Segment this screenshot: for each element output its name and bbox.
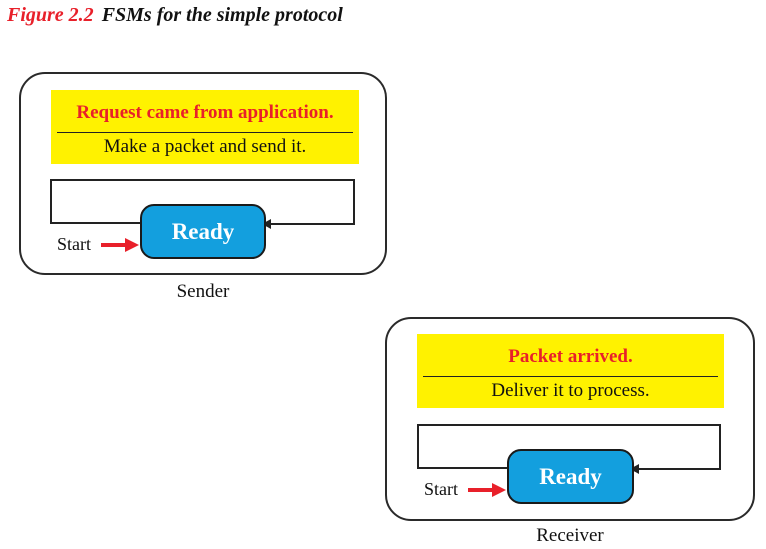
figure-caption-text: FSMs for the simple protocol <box>101 4 343 26</box>
receiver-loop-arrowhead <box>630 464 639 474</box>
receiver-start-arrow <box>468 483 506 497</box>
receiver-action-label: Deliver it to process. <box>491 380 650 401</box>
receiver-ready-state: Ready <box>507 449 634 504</box>
sender-loop-arrowhead <box>262 219 271 229</box>
sender-ready-state: Ready <box>140 204 266 259</box>
receiver-start-label: Start <box>424 479 458 499</box>
sender-caption: Sender <box>176 281 230 302</box>
receiver-state-label: Ready <box>539 464 602 489</box>
sender-state-label: Ready <box>171 219 235 244</box>
sender-event-label: Request came from application. <box>76 102 334 123</box>
sender-transition-box: Request came from application. Make a pa… <box>51 90 359 164</box>
figure-title: Figure 2.2 FSMs for the simple protocol <box>7 4 343 27</box>
sender-divider <box>57 132 353 133</box>
receiver-event-label: Packet arrived. <box>508 346 633 367</box>
receiver-caption: Receiver <box>536 525 604 546</box>
figure-number: Figure 2.2 <box>7 4 94 26</box>
receiver-transition-box: Packet arrived. Deliver it to process. <box>417 334 724 408</box>
sender-start-label: Start <box>57 234 91 254</box>
sender-action-label: Make a packet and send it. <box>103 136 307 157</box>
sender-start-arrow <box>101 238 139 252</box>
receiver-divider <box>423 376 718 377</box>
